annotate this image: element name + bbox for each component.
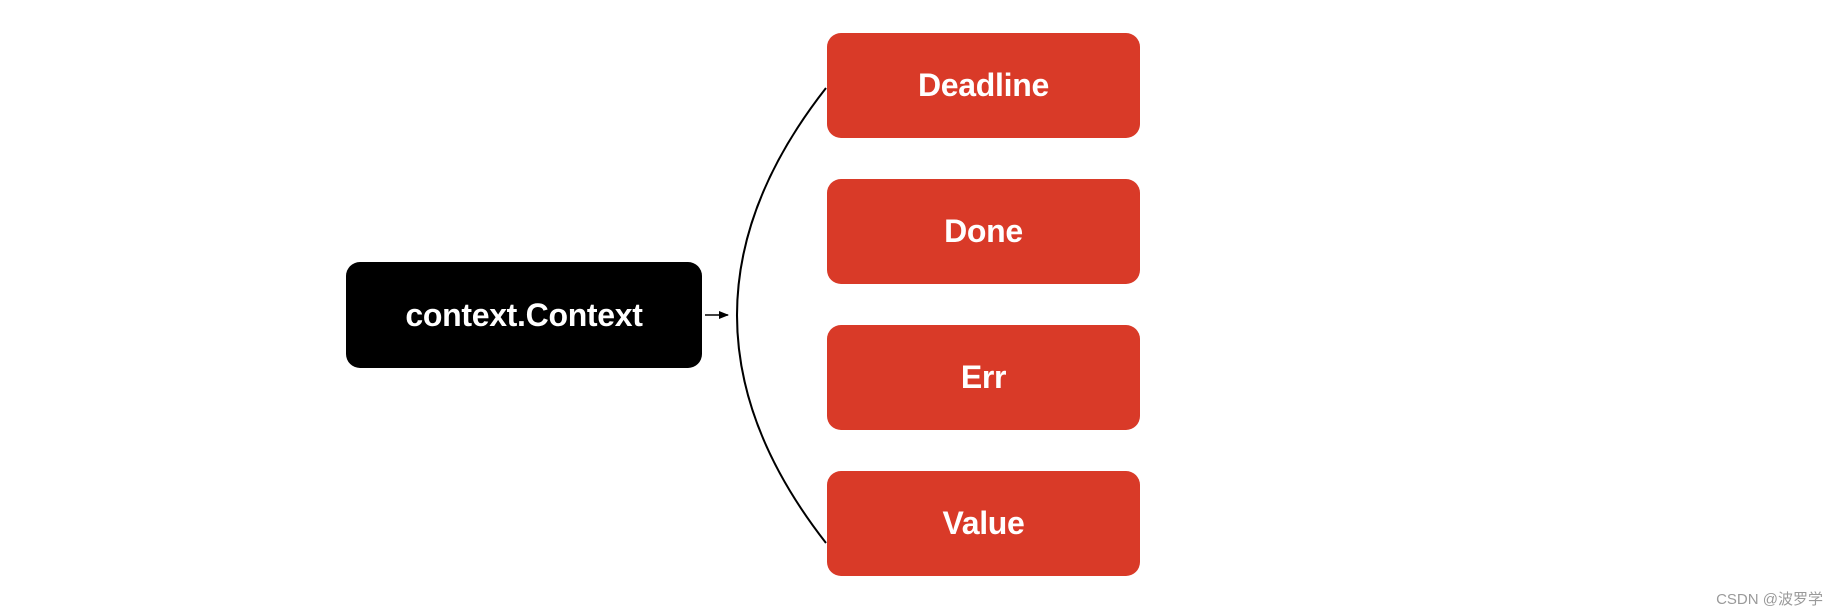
method-node-value: Value	[827, 471, 1140, 576]
context-node: context.Context	[346, 262, 702, 368]
method-node-done: Done	[827, 179, 1140, 284]
watermark: CSDN @波罗学	[1716, 591, 1823, 608]
method-node-err: Err	[827, 325, 1140, 430]
method-node-label: Err	[960, 359, 1007, 395]
method-node-label: Deadline	[918, 67, 1049, 103]
method-node-label: Value	[942, 505, 1025, 541]
method-node-label: Done	[944, 213, 1023, 249]
method-node-deadline: Deadline	[827, 33, 1140, 138]
context-node-label: context.Context	[405, 296, 643, 333]
method-brace-curve	[736, 87, 827, 544]
